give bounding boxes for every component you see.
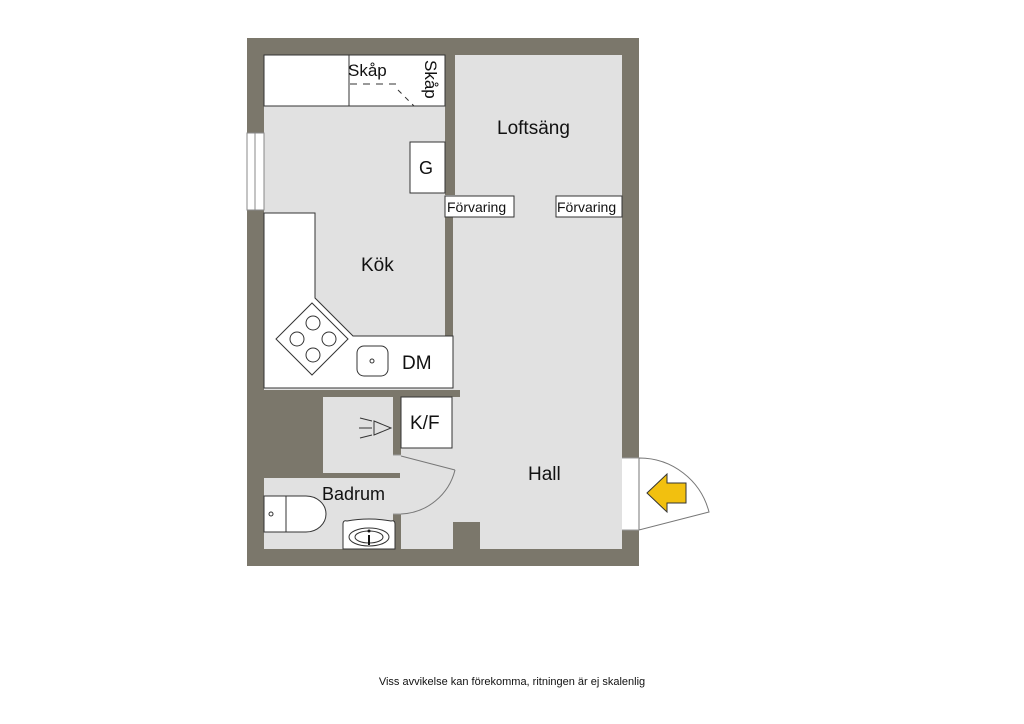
hall-bottom-wall	[401, 549, 480, 566]
cabinet-top-label: Skåp	[348, 61, 387, 80]
kitchen-sink-icon	[356, 345, 389, 377]
g-unit	[409, 141, 446, 194]
room-label-kitchen: Kök	[361, 255, 394, 276]
window-left	[246, 132, 265, 211]
toilet-icon	[263, 495, 327, 533]
entrance-arrow-icon	[646, 472, 687, 514]
room-label-bathroom: Badrum	[322, 484, 385, 504]
storage-left	[444, 195, 515, 218]
storage-right	[555, 195, 623, 218]
room-label-hall: Hall	[528, 464, 561, 485]
room-label-loft: Loftsäng	[497, 118, 570, 139]
storage-left-label: Förvaring	[447, 199, 506, 215]
fridge-freezer-label: K/F	[410, 413, 440, 434]
storage-right-label: Förvaring	[557, 199, 616, 215]
dishwasher-label: DM	[402, 353, 432, 374]
loft-divider-wall	[445, 55, 455, 195]
disclaimer-text: Viss avvikelse kan förekomma, ritningen …	[378, 676, 646, 688]
g-label: G	[419, 158, 433, 178]
cabinet-side-label: Skåp	[421, 60, 440, 99]
bathroom-sink-icon	[342, 518, 396, 550]
cabinets-top	[263, 54, 446, 107]
shower-icon	[359, 417, 393, 439]
bathroom-walls	[264, 390, 480, 549]
bathroom-door[interactable]	[393, 454, 456, 515]
stove-icon	[275, 302, 349, 376]
fridge-freezer	[400, 396, 453, 449]
